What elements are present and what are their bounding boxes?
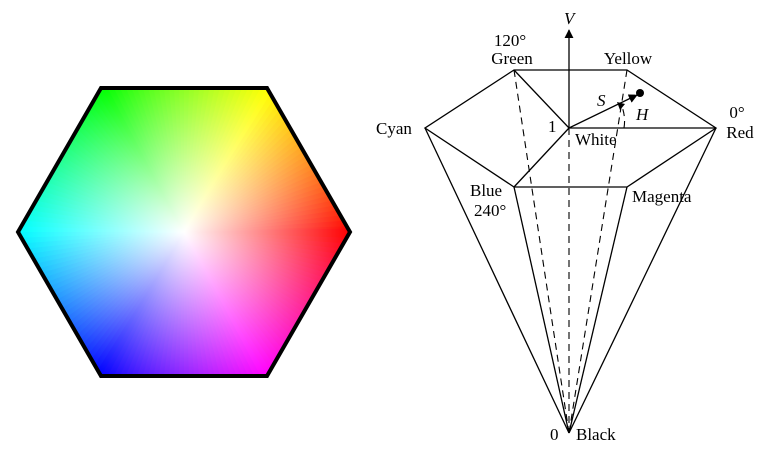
label-saturation: S [597, 91, 606, 110]
label-green: Green [491, 49, 533, 68]
label-black: Black [576, 425, 616, 444]
label-blue: Blue [470, 181, 502, 200]
edge-magenta-black [568, 186, 628, 434]
edge-yellow-black-hidden [568, 69, 628, 434]
label-magenta: Magenta [632, 187, 692, 206]
hexcone-diagram: V 120° Green Yellow 0° Red Cyan 1 White … [376, 9, 754, 444]
hexagon-outline [15, 86, 353, 378]
edge-cyan-black [424, 127, 570, 434]
label-yellow: Yellow [604, 49, 653, 68]
label-white: White [575, 130, 617, 149]
white-center-glow [18, 88, 350, 376]
label-top-value: 1 [548, 117, 557, 136]
saturation-arrow [568, 94, 638, 129]
color-hexagon [15, 86, 353, 378]
color-point [636, 89, 644, 97]
label-apex-value: 0 [550, 425, 559, 444]
label-green-angle: 120° [494, 31, 526, 50]
hue-arc [620, 103, 626, 129]
edge-red-black [568, 127, 717, 434]
spoke-white-blue [513, 127, 570, 188]
label-red: Red [726, 123, 754, 142]
edge-green-black-hidden [513, 69, 570, 434]
label-blue-angle: 240° [474, 201, 506, 220]
edge-blue-black [513, 186, 570, 434]
hue-arc-arrowhead [617, 102, 625, 110]
spoke-white-green [513, 69, 570, 129]
label-cyan: Cyan [376, 119, 412, 138]
label-red-angle: 0° [729, 103, 744, 122]
axis-label-v: V [564, 9, 577, 28]
label-hue: H [635, 105, 650, 124]
